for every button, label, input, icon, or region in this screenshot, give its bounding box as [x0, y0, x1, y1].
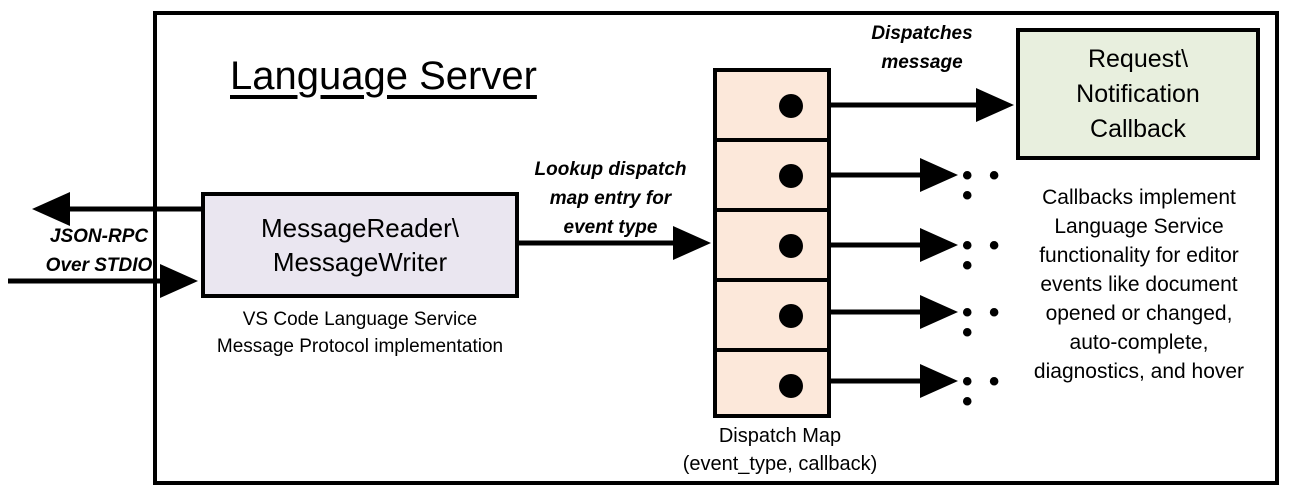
dispatch-map-row[interactable]: [717, 72, 827, 142]
dispatch-entry-dot-icon: [779, 94, 803, 118]
message-reader-writer-label: MessageReader\ MessageWriter: [261, 213, 459, 277]
dispatch-entry-dot-icon: [779, 304, 803, 328]
dispatch-entry-dot-icon: [779, 164, 803, 188]
dispatch-map-table[interactable]: [713, 68, 831, 418]
page-title: Language Server: [230, 54, 537, 98]
ellipsis-icon: • • •: [962, 159, 1004, 212]
dispatch-map-row[interactable]: [717, 282, 827, 352]
dispatch-map-row[interactable]: [717, 352, 827, 422]
request-notification-callback-box[interactable]: Request\ Notification Callback: [1016, 28, 1260, 160]
ellipsis-icon: • • •: [962, 296, 1004, 349]
dispatch-map-caption: Dispatch Map (event_type, callback): [682, 425, 878, 475]
message-reader-writer-caption: VS Code Language Service Message Protoco…: [216, 309, 504, 357]
dispatch-entry-dot-icon: [779, 234, 803, 258]
dispatches-message-label: Dispatches message: [871, 23, 973, 73]
dispatch-map-row[interactable]: [717, 212, 827, 282]
request-notification-callback-label: Request\ Notification Callback: [1076, 44, 1200, 143]
message-reader-writer-box[interactable]: MessageReader\ MessageWriter: [201, 192, 519, 298]
ellipsis-icon: • • •: [962, 229, 1004, 282]
ellipsis-icon: • • •: [962, 365, 1004, 418]
dispatch-map-row[interactable]: [717, 142, 827, 212]
callback-description: Callbacks implement Language Service fun…: [1033, 186, 1245, 383]
lookup-dispatch-label: Lookup dispatch map entry for event type: [534, 159, 687, 238]
jsonrpc-channel-label: JSON-RPC Over STDIO: [45, 226, 153, 276]
language-server-boundary: [153, 11, 1279, 485]
dispatch-entry-dot-icon: [779, 374, 803, 398]
